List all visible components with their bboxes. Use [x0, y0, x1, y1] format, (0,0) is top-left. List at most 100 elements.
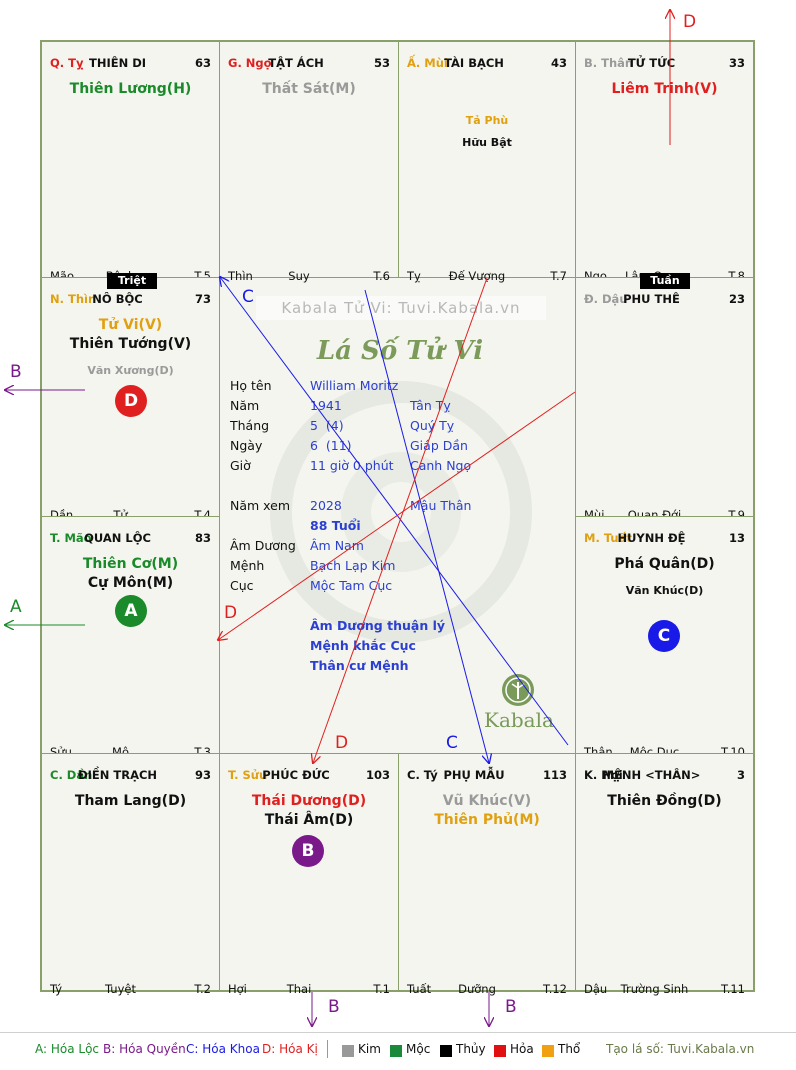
palace-branch: T. Sửu — [228, 768, 268, 782]
palace-score: 73 — [194, 292, 211, 306]
major-star: Phá Quân(D) — [614, 556, 715, 572]
palace-score: 103 — [365, 768, 390, 782]
kabala-logo-text: Kabala — [484, 708, 554, 732]
legend-hoa: Hỏa — [510, 1042, 534, 1056]
palace-name: PHỤ MẪU — [443, 768, 505, 782]
value-ho-ten: William Moritz — [310, 378, 399, 393]
label-cuc: Cục — [230, 578, 254, 593]
palace-footer-stage: Thai — [286, 982, 312, 996]
legend-hoa-khoa: C: Hóa Khoa — [186, 1042, 260, 1056]
value-cuc: Mộc Tam Cục — [310, 578, 393, 593]
major-star: Cự Môn(M) — [87, 575, 174, 591]
watermark-title: Lá Số Tử Vi — [316, 336, 484, 366]
palace-name: NÔ BỘC — [92, 292, 143, 306]
legend-thuy-swatch — [440, 1045, 452, 1057]
label-am-duong: Âm Dương — [230, 538, 296, 553]
legend-tho: Thổ — [558, 1042, 581, 1056]
arrow-c-diag-2 — [364, 289, 489, 763]
legend-divider — [0, 1032, 796, 1033]
value-nam-xem: 2028 — [310, 498, 342, 513]
palace-name: PHÚC ĐỨC — [262, 768, 330, 782]
hoa-loc-circle-icon: A — [115, 595, 147, 627]
palace-footer-stage: Suy — [288, 269, 310, 283]
palace-branch: K. Hợi — [584, 768, 623, 782]
major-star: Vũ Khúc(V) — [442, 793, 532, 809]
palace-name: TẬT ÁCH — [268, 56, 324, 70]
palace-footer-age: T.7 — [550, 269, 567, 283]
palace-branch: G. Ngọ — [228, 56, 272, 70]
palace-footer-age: T.2 — [194, 982, 211, 996]
palace-stars: Phá Quân(D) Văn Khúc(D) — [576, 555, 753, 602]
palace-stars: Thiên Lương(H) — [42, 80, 219, 99]
legend-hoa-swatch — [494, 1045, 506, 1057]
palace-branch: T. Mão — [50, 531, 92, 545]
arrow-d-diag-2 — [313, 277, 488, 763]
major-star: Thiên Cơ(M) — [82, 556, 179, 572]
legend-hoa-ki: D: Hóa Kị — [262, 1042, 318, 1056]
palace-footer-stage: Trường Sinh — [620, 982, 689, 996]
hoa-ki-circle-icon: D — [115, 385, 147, 417]
palace-name: ĐIỀN TRẠCH — [77, 768, 158, 782]
palace-stars: Thiên Đồng(D) — [576, 792, 753, 811]
legend-separator — [327, 1040, 328, 1058]
palace-score: 63 — [194, 56, 211, 70]
arrow-c-diag-1 — [220, 277, 569, 746]
palace-footer-age: T.11 — [721, 982, 745, 996]
minor-star: Văn Khúc(D) — [625, 584, 704, 597]
palace-branch: C. Dần — [50, 768, 93, 782]
arrow-label-d-diag-1: D — [224, 603, 238, 623]
major-star: Thất Sát(M) — [262, 81, 356, 97]
minor-star: Văn Xương(D) — [87, 364, 174, 377]
major-star: Thiên Lương(H) — [69, 81, 192, 97]
value-am-duong: Âm Nam — [310, 538, 364, 553]
arrow-label-d-diag-2: D — [335, 733, 349, 753]
palace-branch: Ấ. Mùi — [407, 56, 448, 70]
palace-score: 23 — [728, 292, 745, 306]
note-am-duong: Âm Dương thuận lý — [310, 618, 446, 633]
arrow-label-b-bottom-1: B — [328, 997, 340, 1017]
palace-stars: Thiên Cơ(M) Cự Môn(M) — [42, 555, 219, 593]
minor-star: Hữu Bật — [462, 136, 512, 149]
arrow-label-c-diag-1: C — [242, 287, 254, 307]
palace-footer-branch: Tý — [50, 982, 63, 996]
legend-tho-swatch — [542, 1045, 554, 1057]
major-star: Thiên Tướng(V) — [69, 336, 192, 352]
palace-name: THIÊN DI — [88, 56, 147, 70]
palace-name: PHU THÊ — [623, 292, 680, 306]
badge-tuan: Tuần — [640, 273, 690, 289]
label-nam: Năm — [230, 398, 260, 413]
legend-kim: Kim — [358, 1042, 381, 1056]
palace-score: 93 — [194, 768, 211, 782]
major-star: Thái Âm(D) — [264, 812, 354, 828]
badge-triet: Triệt — [107, 273, 157, 289]
palace-stars: Vũ Khúc(V)Thiên Phủ(M) — [399, 792, 575, 830]
palace-score: 33 — [728, 56, 745, 70]
palace-footer-age: T.6 — [373, 269, 390, 283]
major-star: Tử Vi(V) — [98, 317, 163, 333]
watermark-banner: Kabala Tử Vi: Tuvi.Kabala.vn — [256, 296, 546, 320]
major-star: Tham Lang(D) — [74, 793, 187, 809]
arrow-d-diag-1 — [218, 391, 576, 640]
palace-footer-stage: Dưỡng — [458, 982, 496, 996]
palace-footer-branch: Hợi — [228, 982, 247, 996]
arrow-label-c-diag-2: C — [446, 733, 458, 753]
value-ngay: 6 (11) — [310, 438, 352, 453]
value-tuoi: 88 Tuổi — [310, 518, 361, 533]
value-gio-can: Canh Ngọ — [410, 458, 472, 473]
kabala-tree-logo-icon — [502, 674, 534, 706]
palace-stars: Thất Sát(M) — [220, 80, 398, 99]
palace-branch: C. Tý — [407, 768, 438, 782]
palace-stars: Liêm Trinh(V) — [576, 80, 753, 99]
label-thang: Tháng — [230, 418, 270, 433]
palace-score: 113 — [542, 768, 567, 782]
label-gio: Giờ — [230, 458, 251, 473]
